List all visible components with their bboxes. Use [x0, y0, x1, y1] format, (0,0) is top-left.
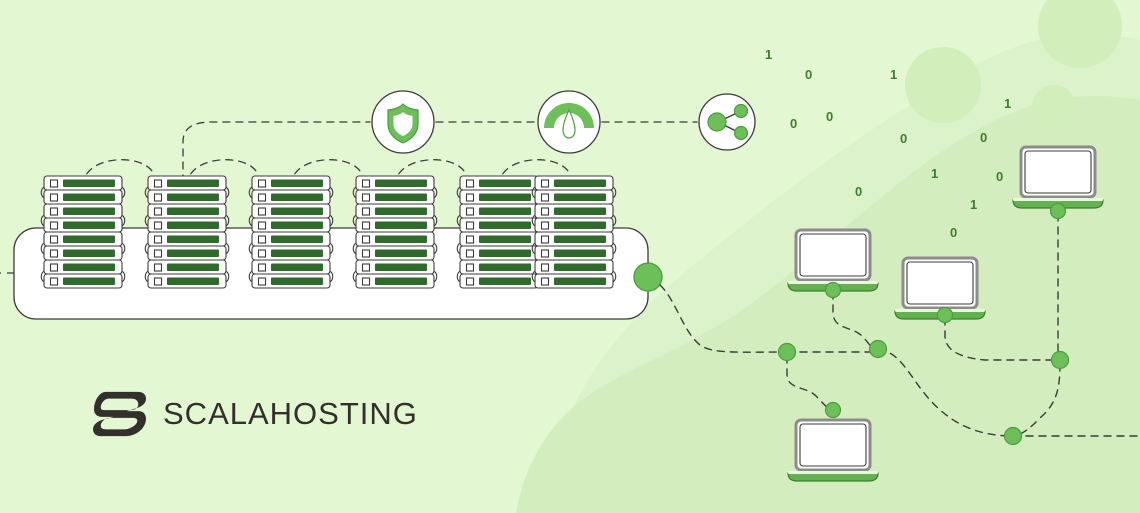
binary-digit: 1 [765, 47, 773, 62]
client-laptop-1[interactable] [786, 228, 880, 293]
binary-digit: 1 [931, 166, 939, 181]
binary-digit: 0 [900, 131, 908, 146]
path-junction-a-to-laptop4 [786, 355, 834, 411]
client-laptop-4[interactable] [786, 418, 880, 483]
node-junction-a[interactable] [777, 342, 797, 362]
binary-digit: 1 [890, 67, 898, 82]
path-laptop1-to-junction-b [832, 291, 879, 351]
binary-digit: 0 [805, 67, 813, 82]
decor-circle [905, 47, 981, 123]
binary-digit: 0 [855, 184, 863, 199]
security-shield-icon[interactable] [371, 90, 435, 154]
binary-digit: 1 [1004, 96, 1012, 111]
decor-circle-group [905, 0, 1122, 129]
client-network-paths [659, 213, 1140, 437]
decor-circle [1032, 85, 1076, 129]
node-junction-d[interactable] [1003, 426, 1023, 446]
binary-digit: 0 [980, 130, 988, 145]
binary-digit: 1 [970, 197, 978, 212]
brand-logo[interactable]: SCALAHOSTING [92, 388, 418, 440]
performance-gauge-icon[interactable] [537, 90, 601, 154]
server-rack[interactable] [531, 175, 617, 289]
path-junction-b-to-junction-d [877, 349, 1014, 437]
uplink-paths [182, 121, 698, 183]
binary-digit: 0 [790, 116, 798, 131]
binary-digit: 0 [996, 169, 1004, 184]
panel-output-node[interactable] [633, 262, 663, 292]
server-rack[interactable] [352, 175, 438, 289]
server-rack[interactable] [144, 175, 230, 289]
server-rack[interactable] [40, 175, 126, 289]
node-laptop-1-link[interactable] [824, 281, 842, 299]
binary-digit: 0 [826, 109, 834, 124]
node-laptop-4-link[interactable] [824, 401, 842, 419]
node-junction-b[interactable] [868, 339, 888, 359]
brand-wordmark: SCALAHOSTING [163, 396, 418, 431]
background-blob-main [516, 96, 1140, 513]
path-junction-c-to-junction-d [1012, 363, 1061, 437]
network-nodes [777, 202, 1070, 446]
network-share-icon[interactable] [698, 93, 756, 151]
path-laptop2-to-junction-c [944, 317, 1061, 361]
decor-circle [1038, 0, 1122, 68]
server-rack[interactable] [248, 175, 334, 289]
node-laptop-3-link[interactable] [1049, 202, 1067, 220]
client-laptop-3[interactable] [1011, 145, 1105, 210]
node-laptop-2-link[interactable] [936, 306, 954, 324]
binary-digit: 0 [950, 225, 958, 240]
uplink-to-shield [182, 121, 371, 183]
scalahosting-s-monogram [93, 391, 146, 437]
node-junction-c[interactable] [1050, 350, 1070, 370]
server-rack[interactable] [456, 175, 542, 289]
path-panel-to-junction-a [659, 284, 788, 353]
